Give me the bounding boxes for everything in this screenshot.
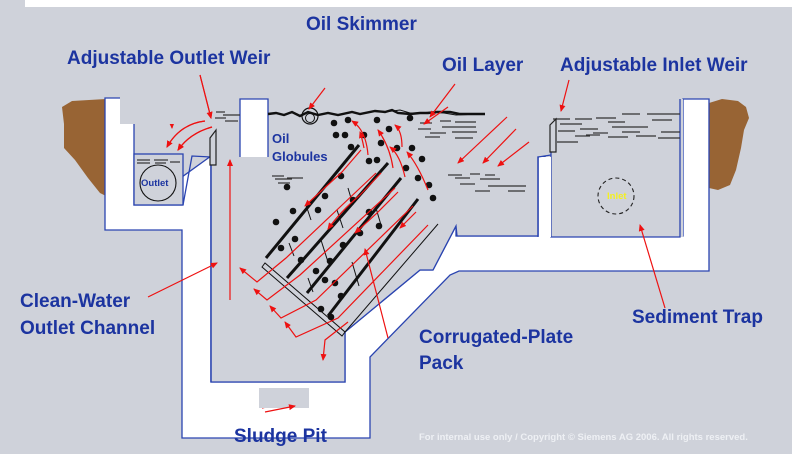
label-inlet: Inlet: [607, 191, 627, 202]
water-surface-lines: [137, 111, 680, 192]
label-oil-skimmer: Oil Skimmer: [306, 14, 417, 35]
label-clean-water-1: Clean-Water: [20, 291, 131, 312]
riser-wall: [539, 157, 551, 237]
label-sediment-trap: Sediment Trap: [632, 307, 763, 328]
label-oil-globules-1: Oil: [272, 131, 290, 146]
corrugated-plate-pack: [261, 114, 439, 337]
outlet-weir: [209, 128, 217, 166]
title-strip: [25, 0, 792, 7]
label-adjustable-outlet-weir: Adjustable Outlet Weir: [67, 48, 271, 69]
oil-skimmer-icon: [301, 107, 319, 125]
label-adjustable-inlet-weir: Adjustable Inlet Weir: [560, 55, 748, 76]
copyright-footer: For internal use only / Copyright © Siem…: [419, 432, 748, 443]
inlet-weir: [549, 117, 557, 153]
label-clean-water-2: Outlet Channel: [20, 318, 156, 339]
inlet-pipe-icon: [597, 177, 635, 215]
label-oil-globules-2: Globules: [272, 149, 328, 164]
label-corrugated-plate-2: Pack: [419, 353, 464, 374]
oil-layer-line: [267, 108, 485, 118]
label-outlet: Outlet: [141, 178, 169, 189]
soil-left: [62, 99, 106, 196]
outlet-pipe-icon: [139, 164, 177, 202]
label-sludge-pit: Sludge Pit: [234, 426, 327, 447]
label-oil-layer: Oil Layer: [442, 55, 524, 76]
oil-globules: [272, 114, 437, 321]
soil-right: [709, 99, 749, 190]
label-corrugated-plate-1: Corrugated-Plate: [419, 327, 574, 348]
